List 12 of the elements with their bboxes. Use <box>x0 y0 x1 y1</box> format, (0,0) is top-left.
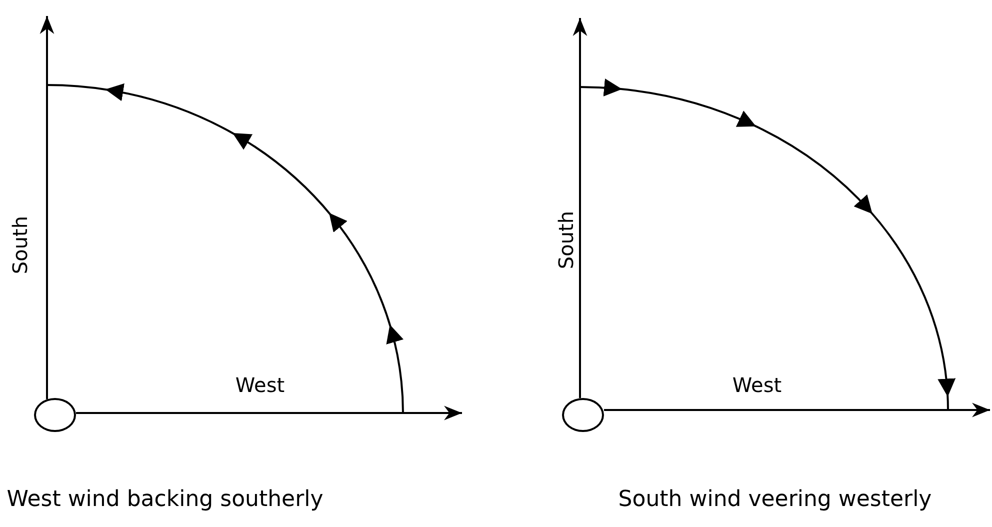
axis-label: West <box>732 375 782 395</box>
axis-arrow <box>604 402 990 418</box>
caption: South wind veering westerly <box>618 489 932 511</box>
axis-arrow <box>76 406 462 420</box>
axis-arrow <box>572 18 588 398</box>
axis-label: South <box>10 216 30 274</box>
axis-label: South <box>556 210 576 270</box>
caption: West wind backing southerly <box>6 489 324 511</box>
origin-circle <box>562 398 604 432</box>
axis-arrow <box>40 16 54 400</box>
axis-label: West <box>235 375 285 395</box>
origin-circle <box>34 398 76 432</box>
